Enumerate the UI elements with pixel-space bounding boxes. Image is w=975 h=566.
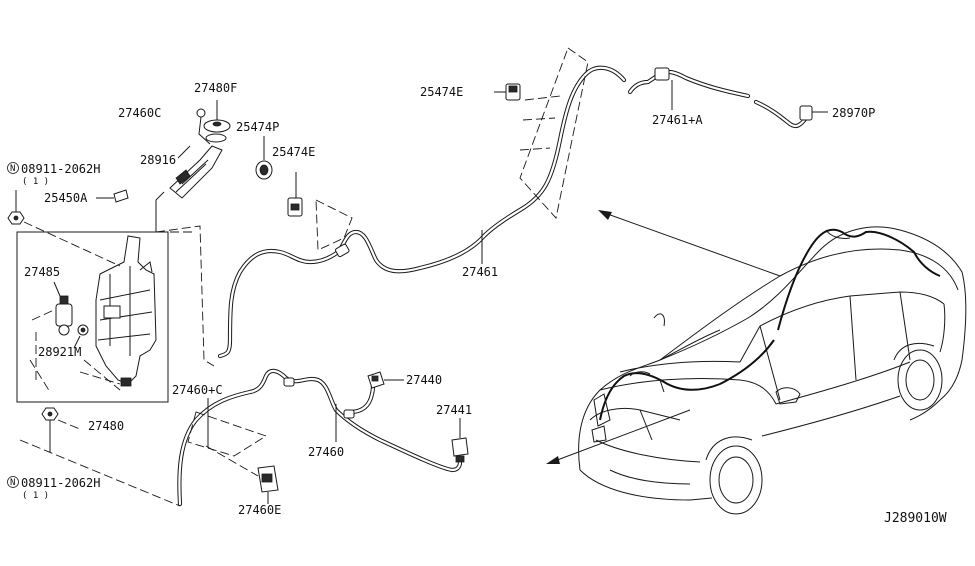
label-27440: 27440 bbox=[406, 373, 442, 387]
nozzle-27440 bbox=[367, 371, 404, 389]
grommet-25474P bbox=[255, 136, 273, 180]
label-25450A: 25450A bbox=[44, 191, 88, 205]
hose-joint-front bbox=[283, 377, 295, 387]
label-25474E-top: 25474E bbox=[420, 85, 463, 99]
label-27485: 27485 bbox=[24, 265, 60, 279]
label-27461A: 27461+A bbox=[652, 113, 703, 127]
label-bolt-bottom-qty: ( 1 ) bbox=[22, 491, 49, 501]
tank-label-plate bbox=[103, 305, 121, 319]
nut-bottom bbox=[41, 407, 83, 452]
bolt-25450A bbox=[96, 189, 129, 203]
clip-plane-top bbox=[494, 47, 589, 219]
label-28970P: 28970P bbox=[832, 106, 875, 120]
washer-pump-27485 bbox=[55, 303, 73, 327]
hose-joint bbox=[335, 243, 350, 258]
diagram-id: J289010W bbox=[884, 511, 947, 526]
label-27480: 27480 bbox=[88, 419, 124, 433]
label-25474P: 25474P bbox=[236, 120, 279, 134]
label-27441: 27441 bbox=[436, 403, 472, 417]
bolt-callout-top: N 08911-2062H ( 1 ) bbox=[7, 162, 100, 187]
reservoir-frame bbox=[16, 231, 169, 403]
bolt-marker-bottom: N bbox=[10, 478, 15, 488]
label-27461: 27461 bbox=[462, 265, 498, 279]
hose-27461 bbox=[217, 65, 627, 359]
label-25474E-mid: 25474E bbox=[272, 145, 315, 159]
label-27460E: 27460E bbox=[238, 503, 281, 517]
rear-washer-hose-group bbox=[627, 67, 828, 129]
pointer-arrows bbox=[546, 210, 781, 464]
bolt-marker-top: N bbox=[10, 164, 15, 174]
vehicle-illustration bbox=[578, 226, 967, 515]
label-28916: 28916 bbox=[140, 153, 176, 167]
rear-hose-joint bbox=[654, 67, 670, 81]
clip-plane-mid bbox=[287, 172, 353, 251]
reservoir-assembly bbox=[16, 231, 169, 403]
label-27480F: 27480F bbox=[194, 81, 237, 95]
cap-27460C bbox=[196, 108, 206, 118]
hose-27460 bbox=[177, 368, 463, 507]
bolt-callout-bottom: N 08911-2062H ( 1 ) bbox=[7, 476, 100, 501]
label-27460C-plus: 27460+C bbox=[172, 383, 223, 397]
label-27460C: 27460C bbox=[118, 106, 161, 120]
label-bolt-top: 08911-2062H bbox=[21, 162, 100, 176]
label-bolt-bottom: 08911-2062H bbox=[21, 476, 100, 490]
nut-top bbox=[7, 190, 121, 267]
label-28921M: 28921M bbox=[38, 345, 81, 359]
nozzle-27441 bbox=[451, 418, 469, 463]
label-bolt-top-qty: ( 1 ) bbox=[22, 177, 49, 187]
rear-nozzle-28970P bbox=[799, 105, 813, 121]
washer-tank bbox=[95, 235, 157, 385]
clip-27460E bbox=[187, 411, 279, 504]
filler-neck-assembly bbox=[169, 100, 231, 199]
label-27460: 27460 bbox=[308, 445, 344, 459]
